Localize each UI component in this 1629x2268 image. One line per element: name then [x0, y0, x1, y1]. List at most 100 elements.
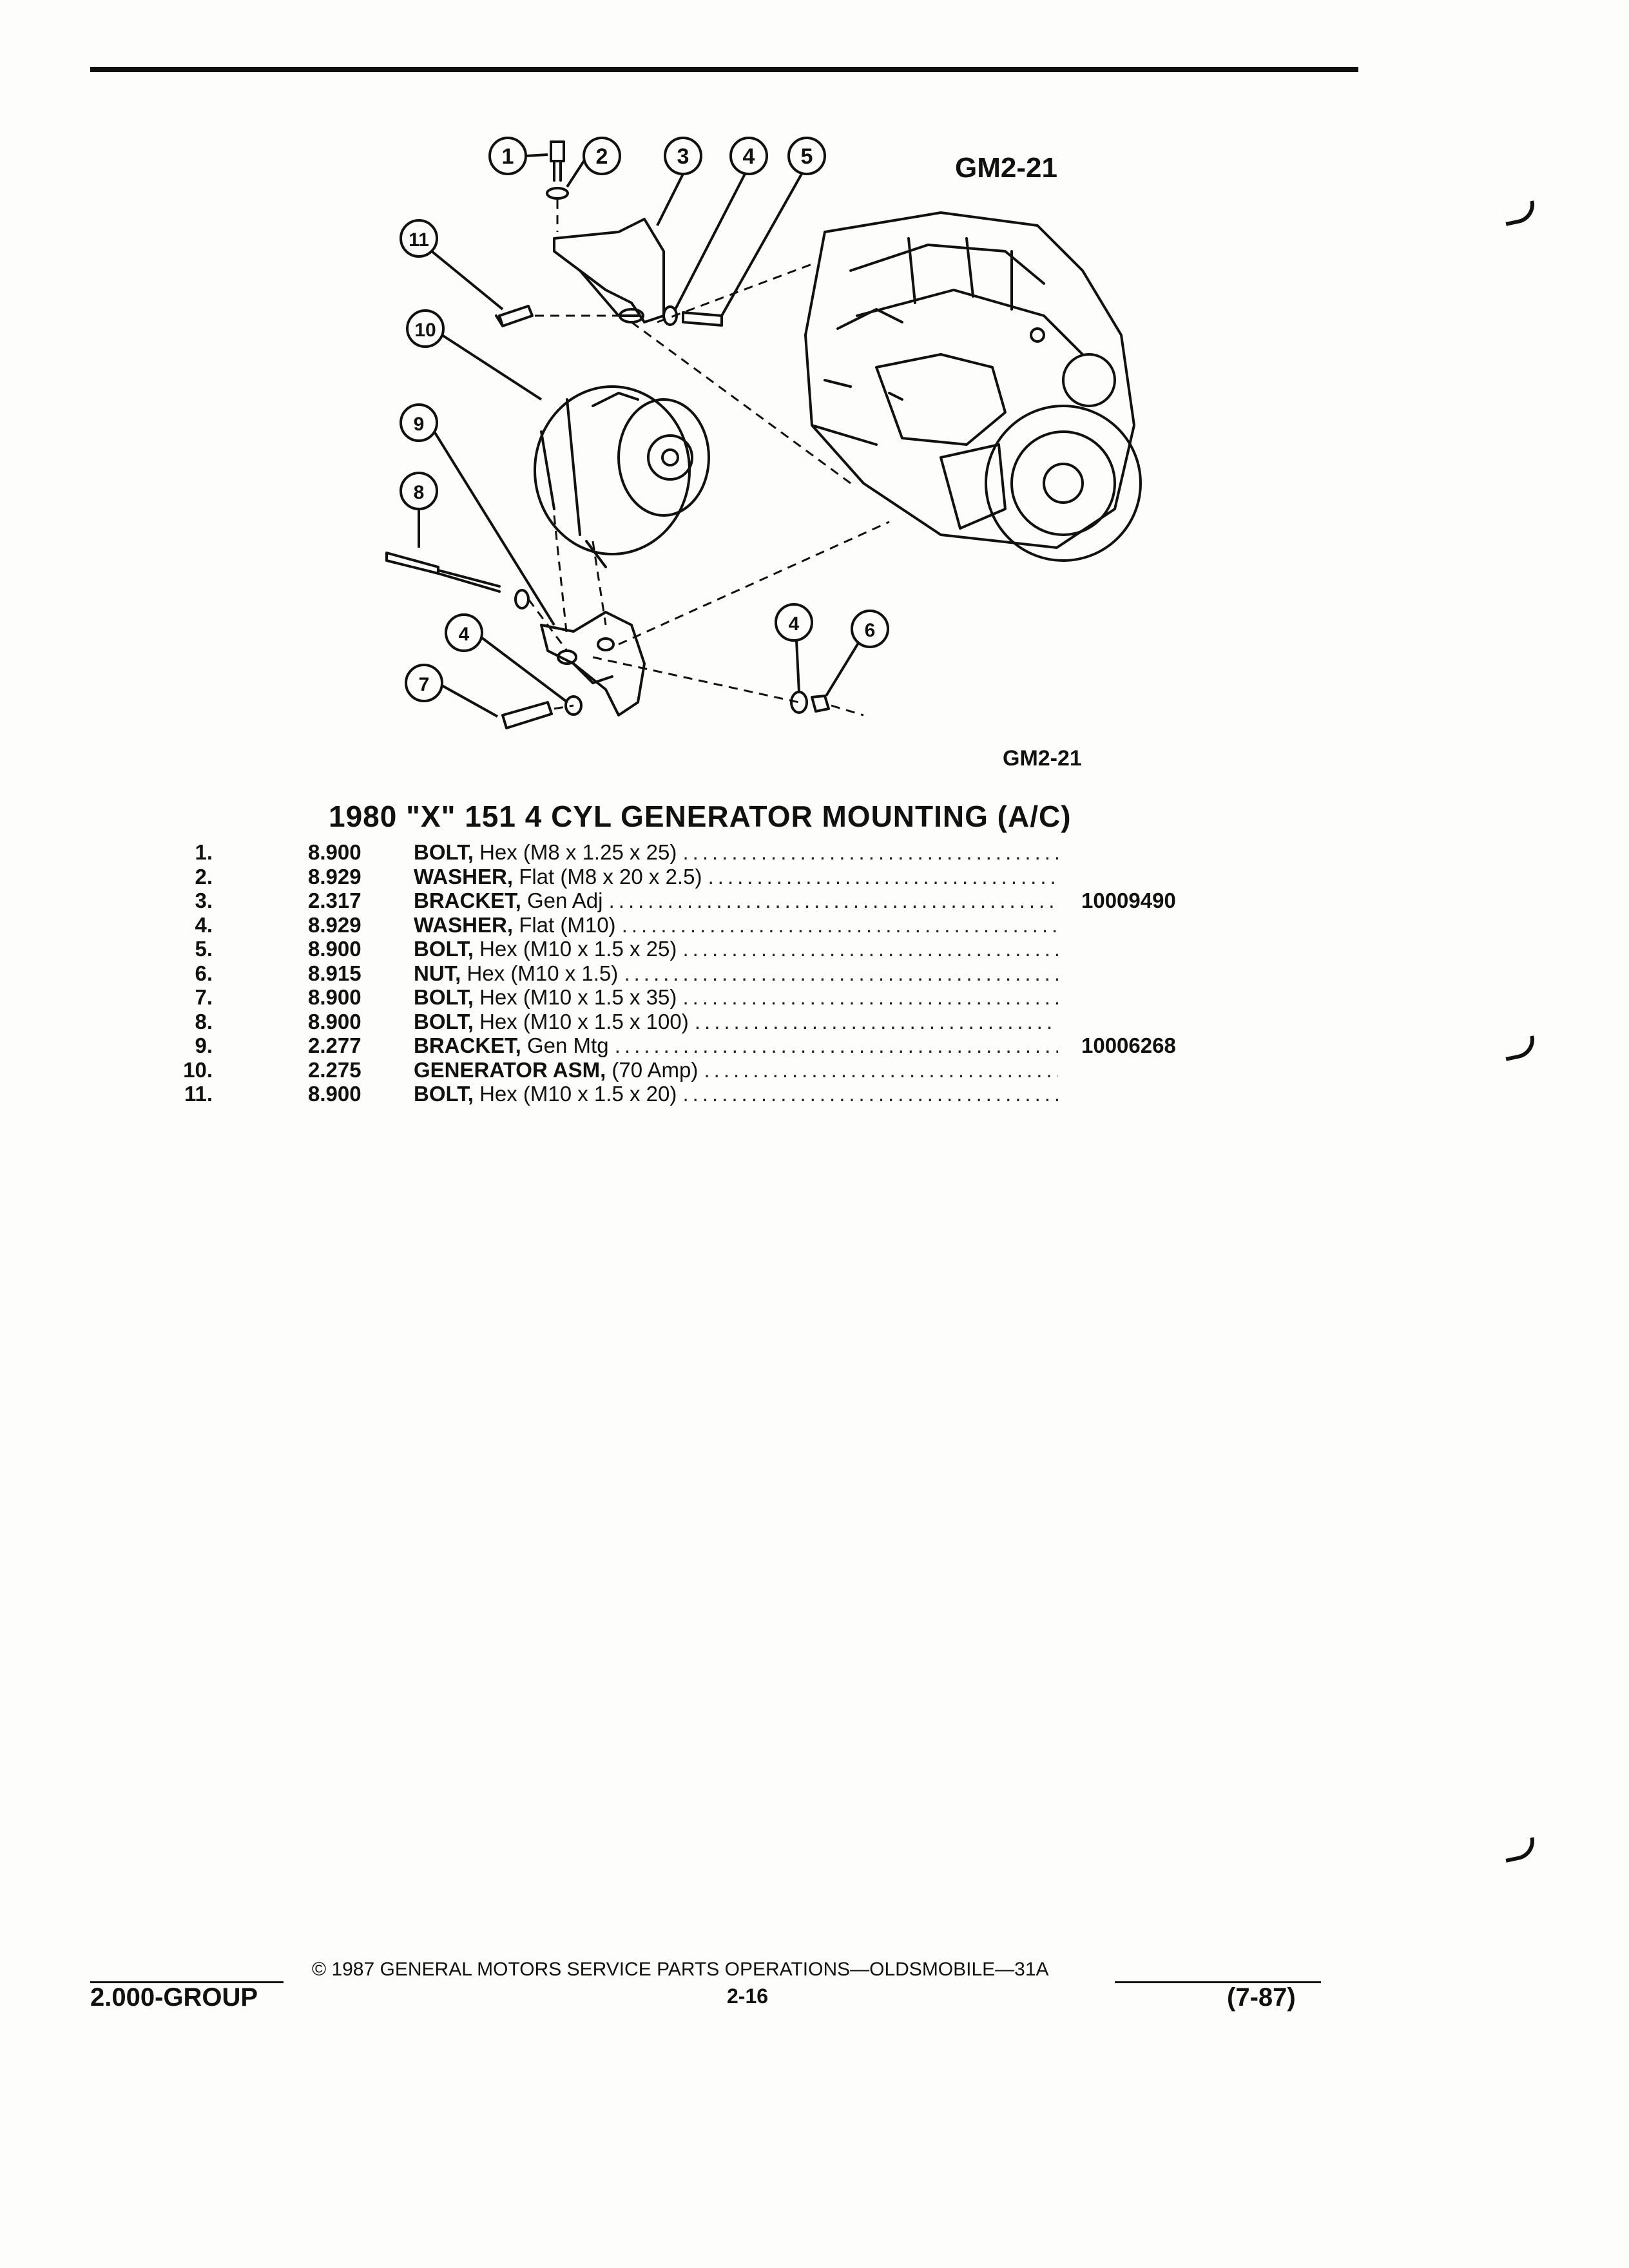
callout-2: 2 [566, 137, 621, 188]
part-spec: Hex (M10 x 1.5 x 35) [479, 985, 677, 1009]
svg-text:6: 6 [865, 620, 876, 641]
figure-label-top: GM2-21 [955, 152, 1057, 184]
callout-8: 8 [400, 472, 438, 548]
svg-text:9: 9 [414, 414, 425, 435]
callout-4-top: 4 [674, 137, 768, 310]
leader-dots: ........................................… [682, 840, 1058, 864]
washer-4-right [790, 691, 808, 714]
item-number: 11. [184, 1082, 213, 1106]
part-spec: Hex (M10 x 1.5 x 20) [479, 1082, 677, 1106]
section-title: 1980 "X" 151 4 CYL GENERATOR MOUNTING (A… [329, 800, 1072, 833]
part-spec: Hex (M10 x 1.5) [467, 961, 619, 985]
callout-9: 9 [400, 403, 555, 626]
svg-text:10: 10 [414, 320, 436, 341]
item-number: 9. [195, 1033, 213, 1057]
part-description: BOLT, Hex (M10 x 1.5 x 35) .............… [414, 985, 1058, 1010]
part-spec: Gen Mtg [527, 1033, 609, 1057]
generator [534, 385, 710, 568]
part-name: BRACKET, [414, 889, 521, 912]
part-spec: Hex (M10 x 1.5 x 25) [479, 937, 677, 961]
bolt-5 [682, 311, 723, 327]
item-number: 3. [195, 889, 213, 912]
table-row: 5. 8.900 BOLT, Hex (M10 x 1.5 x 25) ......… [0, 937, 1629, 961]
part-name: BOLT, [414, 1009, 474, 1033]
part-description: BOLT, Hex (M10 x 1.5 x 25) .............… [414, 937, 1058, 961]
svg-text:3: 3 [677, 144, 689, 169]
callout-10: 10 [406, 309, 543, 401]
leader-dots: ........................................… [624, 961, 1058, 985]
table-row: 1. 8.900 BOLT, Hex (M8 x 1.25 x 25) ......… [0, 840, 1629, 865]
callout-4-right: 4 [775, 603, 813, 693]
svg-text:2: 2 [596, 144, 608, 169]
part-description: WASHER, Flat (M8 x 20 x 2.5) ...........… [414, 865, 1058, 889]
group-number: 2.277 [308, 1033, 361, 1057]
footer-rule-right [1115, 1981, 1321, 1983]
callout-4-left: 4 [445, 613, 567, 702]
svg-text:4: 4 [789, 613, 800, 635]
top-rule [90, 67, 1358, 72]
group-number: 8.900 [308, 1082, 361, 1106]
item-number: 5. [195, 937, 213, 961]
part-spec: Flat (M8 x 20 x 2.5) [519, 864, 702, 889]
part-name: BOLT, [414, 937, 474, 961]
figure-label-bottom: GM2-21 [1003, 746, 1082, 771]
washer-4-left [564, 695, 583, 716]
callout-5: 5 [720, 137, 826, 316]
leader-dots: ........................................… [708, 864, 1058, 889]
item-number: 4. [195, 912, 213, 937]
svg-text:8: 8 [414, 482, 425, 503]
footer-page-number: 2-16 [727, 1984, 769, 2008]
leader-dots: ........................................… [704, 1057, 1058, 1082]
bolt-11 [495, 305, 534, 327]
group-number: 8.929 [308, 912, 361, 937]
callout-7: 7 [405, 664, 498, 718]
exploded-diagram: 1 2 3 4 5 11 10 [385, 137, 1142, 729]
group-number: 8.900 [308, 840, 361, 864]
part-description: BRACKET, Gen Adj .......................… [414, 889, 1058, 913]
table-row: 11. 8.900 BOLT, Hex (M10 x 1.5 x 20) .....… [0, 1082, 1629, 1106]
bolt-8 [385, 552, 501, 593]
part-spec: Hex (M8 x 1.25 x 25) [479, 840, 677, 864]
leader-dots: ........................................… [621, 912, 1058, 937]
part-description: NUT, Hex (M10 x 1.5) ...................… [414, 961, 1058, 986]
bolt-7 [501, 701, 553, 729]
callout-11: 11 [400, 219, 504, 311]
group-number: 8.915 [308, 961, 361, 985]
margin-tick [1502, 200, 1538, 226]
part-number: 10009490 [1081, 889, 1176, 912]
svg-text:7: 7 [419, 674, 430, 695]
part-name: BOLT, [414, 1082, 474, 1106]
part-spec: (70 Amp) [612, 1057, 699, 1082]
svg-text:5: 5 [801, 144, 813, 169]
item-number: 2. [195, 864, 213, 889]
mount-bracket [540, 611, 646, 716]
item-number: 7. [195, 985, 213, 1009]
part-spec: Hex (M10 x 1.5 x 100) [479, 1009, 689, 1033]
callout-3: 3 [656, 137, 702, 226]
group-number: 8.900 [308, 937, 361, 961]
engine-block [804, 211, 1142, 562]
part-name: BOLT, [414, 985, 474, 1009]
footer-group: 2.000-GROUP [90, 1983, 258, 2012]
table-row: 9. 2.277 BRACKET, Gen Mtg ................… [0, 1033, 1629, 1058]
callout-1: 1 [488, 137, 548, 175]
part-spec: Gen Adj [527, 889, 603, 912]
leader-dots: ........................................… [682, 985, 1058, 1009]
part-description: BRACKET, Gen Mtg .......................… [414, 1033, 1058, 1058]
item-number: 6. [195, 961, 213, 985]
leader-dots: ........................................… [694, 1009, 1058, 1033]
part-description: BOLT, Hex (M10 x 1.5 x 20) .............… [414, 1082, 1058, 1106]
leader-dots: ........................................… [682, 1082, 1058, 1106]
part-name: NUT, [414, 961, 461, 985]
leader-dots: ........................................… [682, 937, 1058, 961]
part-description: BOLT, Hex (M8 x 1.25 x 25) .............… [414, 840, 1058, 865]
footer-date: (7-87) [1227, 1983, 1296, 2012]
item-number: 1. [195, 840, 213, 864]
group-number: 2.275 [308, 1057, 361, 1082]
svg-text:4: 4 [743, 144, 755, 169]
svg-text:11: 11 [409, 229, 429, 251]
